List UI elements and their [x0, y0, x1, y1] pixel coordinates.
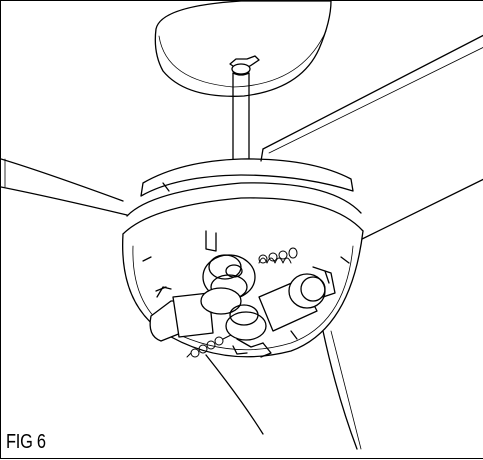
hanger-pin: [229, 55, 260, 75]
figure-label: FIG 6: [6, 431, 46, 453]
ceiling-canopy: [154, 1, 332, 97]
socket-right: [258, 266, 336, 332]
motor-housing: [122, 148, 364, 235]
cfl-bulb-center: [225, 304, 272, 358]
cfl-bulb-left: [200, 254, 256, 315]
spring-coil-bottom: [186, 334, 232, 358]
bowl-mounting-tabs: [156, 286, 298, 355]
spring-coil-top: [258, 247, 298, 264]
fan-blade-left: [1, 158, 128, 216]
downrod: [232, 72, 250, 167]
fan-blade-bottom: [205, 330, 362, 450]
